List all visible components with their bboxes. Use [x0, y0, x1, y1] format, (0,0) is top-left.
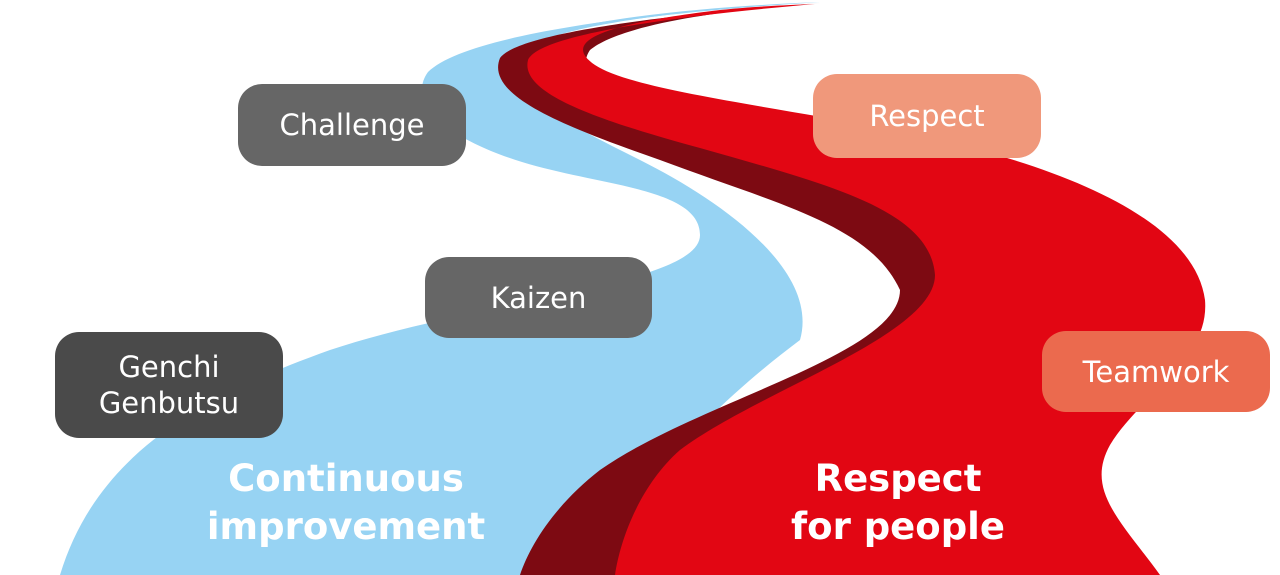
respect-for-people-label: Respect for people [791, 457, 1005, 548]
challenge-pill: Challenge [238, 84, 466, 166]
continuous-improvement-label: Continuous improvement [206, 457, 486, 548]
respect-pill: Respect [813, 74, 1041, 158]
teamwork-pill: Teamwork [1042, 331, 1270, 412]
respect-for-people-stream [527, 4, 1206, 575]
genchi-genbutsu-pill: Genchi Genbutsu [55, 332, 283, 438]
kaizen-pill: Kaizen [425, 257, 652, 338]
